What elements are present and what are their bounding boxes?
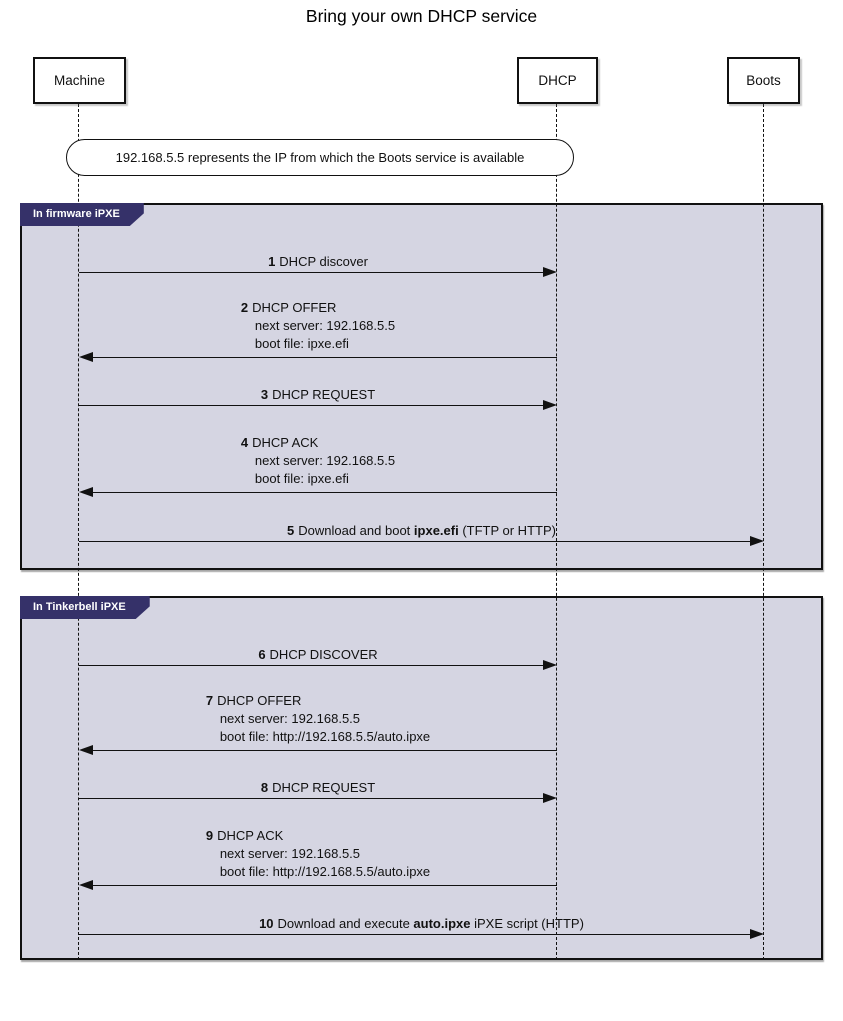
message-7-arrow [79,745,557,756]
diagram-title: Bring your own DHCP service [305,6,538,26]
participant-machine-label: Machine [53,73,106,88]
dhcp-lifeline [556,104,557,960]
message-3-arrow [79,400,557,411]
frame-tinkerbell-ipxe [20,596,823,960]
message-6-arrow [79,660,557,671]
participant-dhcp: DHCP [517,57,598,104]
note-boots-ip: 192.168.5.5 represents the IP from which… [66,139,574,176]
participant-boots: Boots [727,57,800,104]
message-8-arrow [79,793,557,804]
message-1-arrow [79,267,557,278]
message-2-arrow [79,352,557,363]
message-4-arrow [79,487,557,498]
participant-boots-label: Boots [746,73,781,88]
note-text: 192.168.5.5 represents the IP from which… [115,150,525,165]
frame-tinkerbell-ipxe-label: In Tinkerbell iPXE [20,596,150,619]
message-5-arrow [79,536,764,547]
frame-firmware-ipxe [20,203,823,570]
machine-lifeline [78,104,79,960]
participant-machine: Machine [33,57,126,104]
frame-firmware-ipxe-label: In firmware iPXE [20,203,144,226]
message-9-arrow [79,880,557,891]
message-10-arrow [79,929,764,940]
boots-lifeline [763,104,764,960]
participant-dhcp-label: DHCP [538,73,577,88]
